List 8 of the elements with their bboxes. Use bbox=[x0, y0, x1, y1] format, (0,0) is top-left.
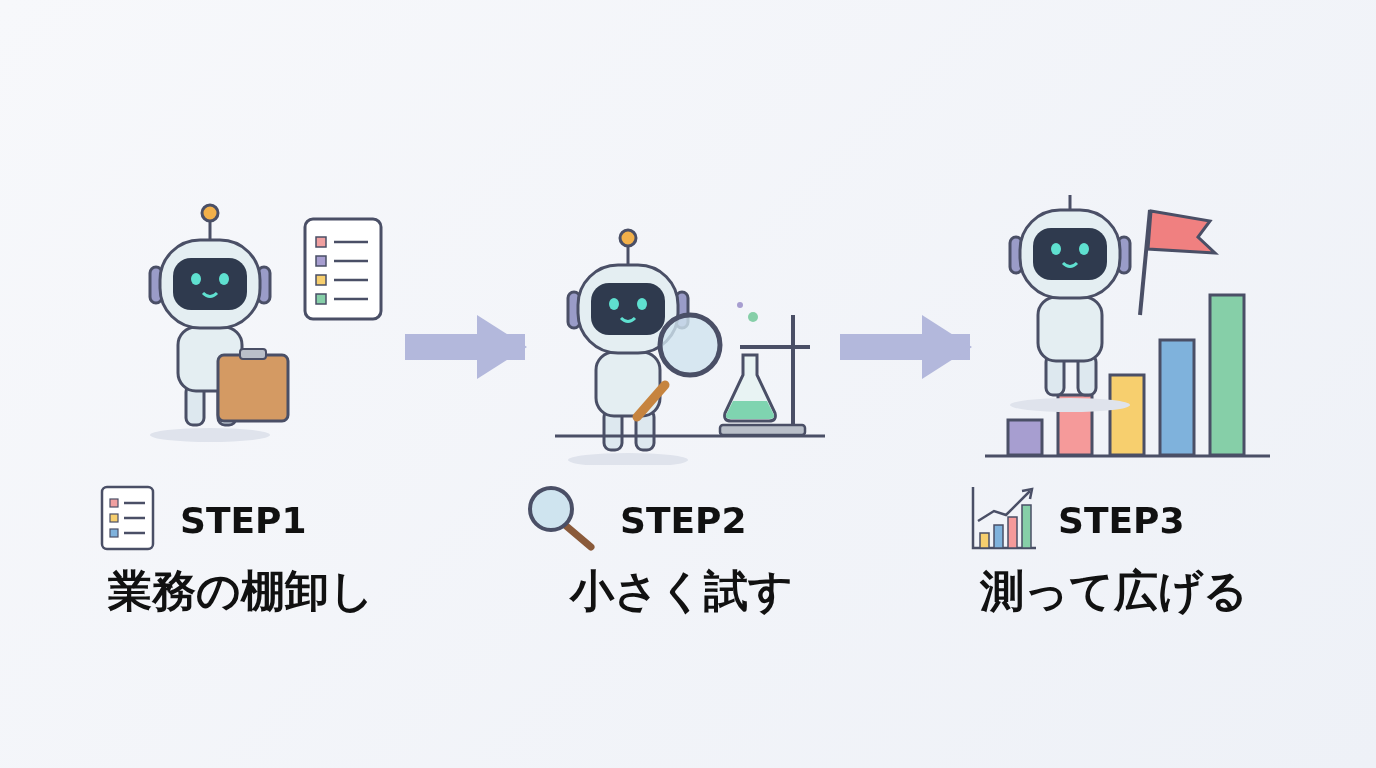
step-label: STEP3 bbox=[1058, 501, 1185, 541]
step-label: STEP2 bbox=[620, 501, 747, 541]
arrow bbox=[840, 315, 972, 379]
step-title: 小さく試す bbox=[570, 567, 793, 616]
step-label: STEP1 bbox=[180, 501, 307, 541]
step-title: 業務の棚卸し bbox=[108, 567, 374, 616]
arrow bbox=[405, 315, 527, 379]
step-title: 測って広げる bbox=[980, 567, 1248, 616]
